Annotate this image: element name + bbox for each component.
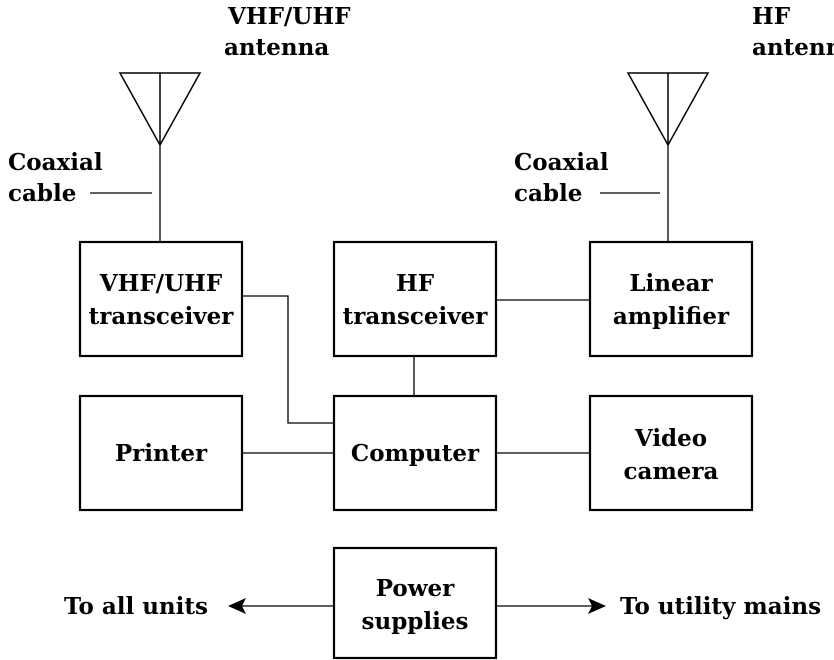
left-cable-label-line1: Coaxial	[8, 149, 103, 176]
to-utility-mains-label: To utility mains	[620, 593, 821, 620]
linear-amplifier-label-line1: Linear	[629, 270, 713, 297]
vhf-uhf-antenna-icon	[118, 72, 202, 147]
hf-transceiver-box	[332, 240, 498, 358]
linear-amplifier-label-line2: amplifier	[613, 303, 730, 330]
video-camera-label-line1: Video	[634, 425, 707, 452]
computer-box	[332, 394, 498, 512]
to-utility-mains-arrow-icon	[496, 598, 606, 614]
right-cable-label-line1: Coaxial	[514, 149, 609, 176]
vhf-uhf-transceiver-label-line2: transceiver	[89, 303, 235, 330]
vhf-to-computer-wire	[242, 295, 334, 424]
vhf-uhf-antenna-label-line1: VHF/UHF	[227, 3, 351, 30]
printer-box	[78, 394, 244, 512]
computer-label: Computer	[351, 440, 480, 467]
power-supplies-box	[332, 546, 498, 660]
linear-amplifier-box	[588, 240, 754, 358]
vhf-uhf-transceiver-box	[78, 240, 244, 358]
left-cable-label-line2: cable	[8, 180, 76, 207]
vhf-uhf-transceiver-label-line1: VHF/UHF	[99, 270, 223, 297]
to-all-units-label: To all units	[64, 593, 208, 620]
video-camera-label-line2: camera	[624, 458, 719, 485]
power-supplies-label-line1: Power	[376, 575, 455, 602]
hf-antenna-label-line2: antenna	[752, 34, 834, 61]
printer-label: Printer	[115, 440, 208, 467]
hf-antenna-icon	[626, 72, 710, 147]
hf-transceiver-label-line2: transceiver	[343, 303, 489, 330]
to-all-units-arrow-icon	[228, 598, 334, 614]
hf-antenna-label-line1: HF	[752, 3, 791, 30]
hf-transceiver-label-line1: HF	[396, 270, 435, 297]
video-camera-box	[588, 394, 754, 512]
vhf-uhf-antenna-label-line2: antenna	[224, 34, 329, 61]
power-supplies-label-line2: supplies	[362, 608, 469, 635]
right-cable-label-line2: cable	[514, 180, 582, 207]
